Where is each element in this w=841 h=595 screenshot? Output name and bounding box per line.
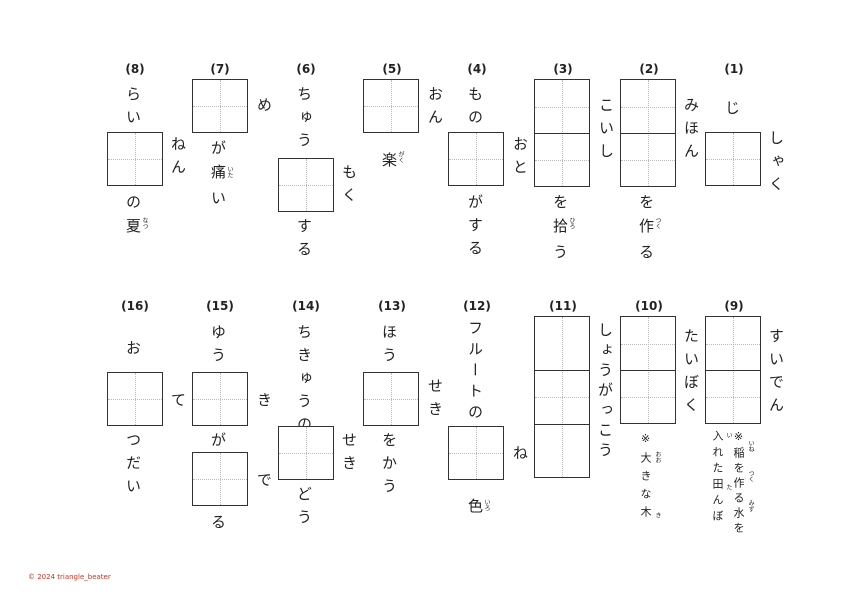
q8-bottom-text-2: 夏 <box>124 218 142 241</box>
q8-answer-box[interactable] <box>107 132 163 186</box>
q7-answer-box[interactable] <box>192 79 248 133</box>
q16-top-text: お <box>124 340 142 363</box>
q2-ruby: つく <box>654 217 661 229</box>
q9-ruby-5: た <box>725 484 732 490</box>
q15-answer-box-1[interactable] <box>192 372 248 426</box>
q15-mid-text: が <box>209 432 227 455</box>
q10-note: ※大きな木 <box>639 432 652 524</box>
q1-answer-box[interactable] <box>705 132 761 186</box>
q8-top-text: らい <box>124 86 142 132</box>
question-number-14: (14) <box>292 299 320 313</box>
q2-bottom-text-1: を <box>637 194 655 217</box>
question-number-6: (6) <box>296 62 316 76</box>
q10-ruby-2: き <box>654 512 661 518</box>
q6-top-text: ちゅう <box>295 86 313 155</box>
q9-note-line-2: 入れた田んぼ <box>711 430 724 526</box>
question-number-8: (8) <box>125 62 145 76</box>
question-number-11: (11) <box>549 299 577 313</box>
q4-side-text: おと <box>511 136 529 182</box>
question-number-2: (2) <box>639 62 659 76</box>
q9-note-line-1: ※稲を作る水を <box>732 430 745 537</box>
q3-answer-box[interactable] <box>534 79 590 187</box>
q12-side-text: ね <box>511 445 529 468</box>
question-number-9: (9) <box>724 299 744 313</box>
q11-answer-box[interactable] <box>534 316 590 478</box>
q15-bottom-text: る <box>209 514 227 537</box>
q7-side-text: め <box>255 97 273 120</box>
q3-ruby: ひろ <box>568 217 575 229</box>
question-number-3: (3) <box>553 62 573 76</box>
question-number-15: (15) <box>206 299 234 313</box>
q4-answer-box[interactable] <box>448 132 504 186</box>
q1-top-text: じ <box>723 100 741 123</box>
q6-bottom-text: する <box>295 218 313 264</box>
q13-top-text: ほう <box>380 324 398 370</box>
q3-bottom-text-2: 拾 <box>551 218 569 241</box>
question-number-4: (4) <box>467 62 487 76</box>
q8-side-text: ねん <box>169 136 187 182</box>
q15-side-text-2: で <box>255 472 273 495</box>
copyright-text: © 2024 triangle_beater <box>28 573 111 581</box>
q15-top-text: ゆう <box>209 324 227 370</box>
q9-ruby-1: いね <box>747 440 754 452</box>
q2-side-text: みほん <box>682 97 700 166</box>
question-number-13: (13) <box>378 299 406 313</box>
q8-ruby: なつ <box>141 217 148 229</box>
q16-side-text: て <box>169 392 187 415</box>
q5-answer-box[interactable] <box>363 79 419 133</box>
q5-side-text: おん <box>426 86 444 132</box>
q7-ruby: いた <box>226 166 233 178</box>
q3-side-text: こいし <box>597 97 615 166</box>
q9-ruby-2: つく <box>747 470 754 482</box>
q9-ruby-3: みず <box>747 500 754 512</box>
q4-top-text: もの <box>466 86 484 132</box>
q13-bottom-text: をかう <box>380 432 398 501</box>
q10-answer-box[interactable] <box>620 316 676 424</box>
question-number-7: (7) <box>210 62 230 76</box>
q10-ruby-1: おお <box>654 451 661 463</box>
question-number-10: (10) <box>635 299 663 313</box>
q14-bottom-text: どう <box>295 486 313 532</box>
q15-answer-box-2[interactable] <box>192 452 248 506</box>
q13-side-text: せき <box>426 378 444 424</box>
q10-side-text: たいぼく <box>682 328 700 420</box>
q14-side-text: せき <box>340 432 358 478</box>
q8-bottom-text-1: の <box>124 194 142 217</box>
q14-answer-box[interactable] <box>278 426 334 480</box>
q11-side-text: しょうがっこう <box>596 322 614 462</box>
q1-side-text: しゃく <box>767 130 785 199</box>
q7-bottom-text-3: い <box>209 190 227 213</box>
q12-ruby: いろ <box>483 499 490 511</box>
question-number-16: (16) <box>121 299 149 313</box>
q2-answer-box[interactable] <box>620 79 676 187</box>
q7-bottom-text-1: が <box>209 140 227 163</box>
q6-answer-box[interactable] <box>278 158 334 212</box>
q12-top-text: フルートの <box>466 320 484 425</box>
question-number-5: (5) <box>382 62 402 76</box>
q6-side-text: もく <box>340 164 358 210</box>
q15-side-text: き <box>255 392 273 415</box>
q3-bottom-text-1: を <box>551 194 569 217</box>
q12-answer-box[interactable] <box>448 426 504 480</box>
question-number-12: (12) <box>463 299 491 313</box>
q5-ruby: がく <box>397 151 404 163</box>
q3-bottom-text-3: う <box>551 244 569 267</box>
q2-bottom-text-3: る <box>637 244 655 267</box>
q16-bottom-text: つだい <box>124 432 142 501</box>
q5-bottom-text: 楽 <box>380 152 398 175</box>
q9-side-text: すいでん <box>767 328 785 420</box>
question-number-1: (1) <box>724 62 744 76</box>
q13-answer-box[interactable] <box>363 372 419 426</box>
q16-answer-box[interactable] <box>107 372 163 426</box>
q14-top-text: ちきゅうの <box>295 324 313 439</box>
q9-ruby-4: い <box>725 432 732 438</box>
q9-answer-box[interactable] <box>705 316 761 424</box>
q7-bottom-text-2: 痛 <box>209 164 227 187</box>
q4-bottom-text: がする <box>466 194 484 263</box>
q12-bottom-text: 色 <box>466 498 484 521</box>
q2-bottom-text-2: 作 <box>637 218 655 241</box>
